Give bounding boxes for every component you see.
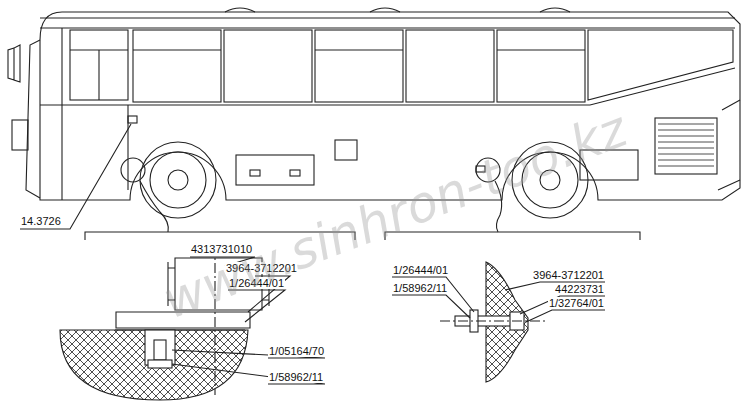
part-number: 3964-3712201	[532, 269, 605, 281]
part-number: 1/58962/11	[392, 282, 448, 294]
part-number: 1/26444/01	[392, 264, 449, 276]
part-number: 1/58962/11	[268, 371, 324, 383]
part-number: 3964-3712201	[225, 262, 298, 274]
part-number: 1/26444/01	[228, 277, 285, 289]
part-number: 1/05164/70	[268, 345, 325, 357]
part-number: 4313731010	[190, 243, 253, 255]
part-number: 14.3726	[20, 215, 62, 227]
part-number: 1/32764/01	[548, 297, 605, 309]
part-number: 44223731	[554, 283, 605, 295]
watermark: www.sinhron-too.kz	[155, 100, 635, 330]
